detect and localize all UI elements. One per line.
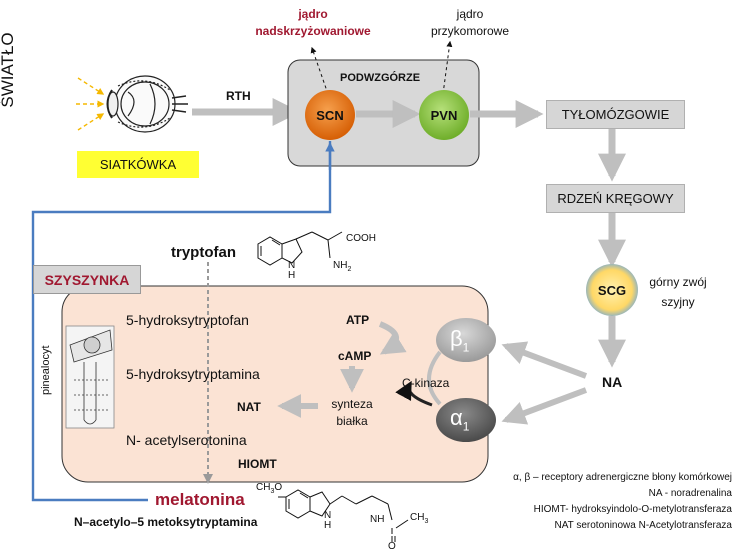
ckinaza-arrow-bottom bbox=[395, 380, 433, 407]
atp-label: ATP bbox=[346, 313, 370, 327]
alpha1-receptor bbox=[436, 398, 496, 442]
scg-label: SCG bbox=[597, 282, 627, 298]
rdzen-box: RDZEŃ KRĘGOWY bbox=[546, 184, 685, 213]
legend-line-2: NA - noradrenalina bbox=[648, 488, 732, 499]
light-rays bbox=[76, 77, 105, 131]
ch3o-label: CH3O bbox=[256, 482, 283, 495]
tylomozgowie-box: TYŁOMÓZGOWIE bbox=[546, 100, 685, 129]
pvn-node bbox=[419, 90, 469, 140]
legend: α, β – receptory adrenergiczne błony kom… bbox=[460, 470, 732, 534]
beta1-label: β1 bbox=[450, 326, 470, 355]
scn-label: SCN bbox=[316, 107, 344, 123]
mel-o-label: O bbox=[388, 541, 396, 552]
pointer-pvn bbox=[442, 40, 453, 95]
siatkowka-box: SIATKÓWKA bbox=[77, 151, 199, 178]
pinealocyte-icon bbox=[65, 325, 115, 429]
mel-nh-label: NH bbox=[370, 514, 385, 525]
scn-node bbox=[305, 90, 355, 140]
blue-pathway-line bbox=[31, 141, 332, 502]
melatonina-fullname-label: N–acetylo–5 metoksytryptamina bbox=[74, 515, 258, 529]
pvn-label: PVN bbox=[430, 107, 458, 123]
mel-ch3-label: CH3 bbox=[410, 512, 429, 525]
eye-icon bbox=[106, 75, 188, 133]
pinealocyt-label: pinealocyt bbox=[40, 345, 52, 395]
gorny-zwoj-label: górny zwój szyjny bbox=[649, 275, 707, 309]
hydroksytryptamina-label: 5-hydroksytryptamina bbox=[126, 366, 260, 382]
jadro-przykomorowe-label: jądro przykomorowe bbox=[430, 7, 510, 38]
hydroksytryptofan-label: 5-hydroksytryptofan bbox=[126, 312, 249, 328]
nat-label: NAT bbox=[237, 400, 261, 414]
ckinaza-arrow-top bbox=[427, 350, 442, 406]
nh2-label: NH2 bbox=[333, 260, 352, 273]
tryptofan-molecule-icon bbox=[257, 231, 343, 266]
acetylserotonina-label: N- acetylserotonina bbox=[126, 432, 247, 448]
tryptofan-label: tryptofan bbox=[171, 244, 236, 261]
melatonina-label: melatonina bbox=[155, 490, 245, 509]
arrow-atp-camp bbox=[378, 321, 407, 355]
rth-label: RTH bbox=[226, 89, 251, 103]
alpha1-label: α1 bbox=[450, 405, 470, 434]
legend-line-4: NAT serotoninowa N-Acetylotransferaza bbox=[554, 520, 733, 531]
siatkowka-label: SIATKÓWKA bbox=[99, 157, 177, 172]
mel-ring-n-label: N H bbox=[324, 510, 332, 531]
camp-label: cAMP bbox=[338, 349, 372, 363]
beta1-receptor bbox=[436, 318, 496, 362]
arrow-na-alpha bbox=[501, 387, 588, 425]
na-label: NA bbox=[602, 374, 623, 390]
melatonina-molecule-icon bbox=[278, 489, 409, 542]
cooh-label: COOH bbox=[346, 233, 376, 244]
scg-node bbox=[586, 264, 638, 316]
hiomt-label: HIOMT bbox=[238, 457, 277, 471]
synteza-bialka-label: synteza białka bbox=[331, 397, 373, 428]
arrow-na-beta bbox=[501, 341, 588, 379]
legend-line-1: α, β – receptory adrenergiczne błony kom… bbox=[513, 472, 732, 483]
jadro-nadskrzyzowaniowe-label: jądro nadskrzyżowaniowe bbox=[255, 7, 371, 38]
swiatlo-label: ŚWIATŁO bbox=[0, 32, 17, 108]
podwzgorze-label: PODWZGÓRZE bbox=[340, 72, 421, 84]
pointer-scn bbox=[310, 46, 329, 95]
szyszynka-box: SZYSZYNKA bbox=[33, 265, 141, 294]
ckinaza-label: C-kinaza bbox=[402, 376, 450, 390]
ring-n-label: N H bbox=[288, 260, 296, 281]
legend-line-3: HIOMT- hydroksyindolo-O-metylotransferaz… bbox=[533, 504, 732, 515]
